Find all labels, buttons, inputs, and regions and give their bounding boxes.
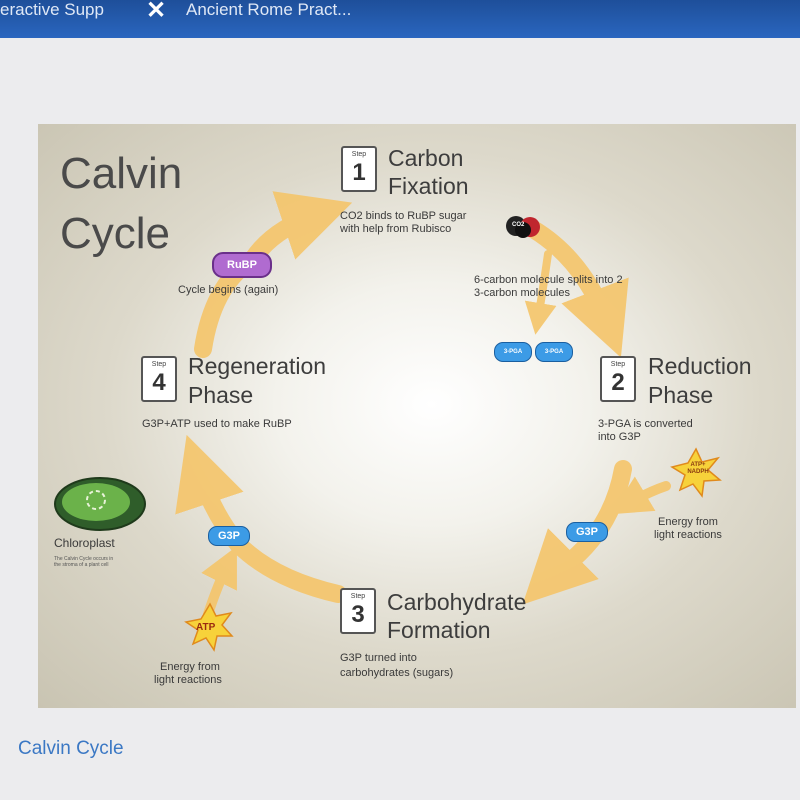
arrow-to-reduction: [524, 220, 629, 358]
close-tab-icon[interactable]: ✕: [146, 0, 167, 24]
energy-atp-line2: light reactions: [154, 674, 222, 686]
atp-label: ATP: [196, 622, 216, 633]
co2-molecule-icon: [506, 216, 540, 238]
step-3-name-line2: Formation: [387, 617, 491, 643]
g3p-pill-right: G3P: [566, 522, 608, 542]
atp-nadph-label: ATP+ NADPH: [686, 462, 710, 476]
arrow-to-fixation: [194, 191, 353, 358]
diagram-title-line2: Cycle: [60, 209, 171, 258]
rubp-badge: RuBP: [212, 252, 272, 278]
step-4-name-line2: Phase: [188, 382, 254, 408]
tab-interactive-supp[interactable]: eractive Supp: [0, 0, 104, 19]
split-text-line2: 3-carbon molecules: [474, 287, 570, 299]
atp-nadph-line2: NADPH: [687, 469, 709, 475]
step-4-desc-line1: G3P+ATP used to make RuBP: [142, 418, 292, 430]
step-2-name-line2: Phase: [648, 382, 714, 408]
step-3-desc-line1: G3P turned into: [340, 652, 417, 664]
step-1-name-line1: Carbon: [388, 145, 464, 171]
step-3-label: Step: [350, 593, 366, 600]
atp-star-icon: [184, 602, 234, 652]
step-4-name-line1: Regeneration: [188, 353, 327, 379]
step-2-desc-line1: 3-PGA is converted: [598, 418, 693, 430]
step-3-desc-line2: carbohydrates (sugars): [340, 667, 454, 679]
pga-pill-2: 3-PGA: [535, 342, 573, 362]
calvin-cycle-diagram: Calvin Cycle Step 1 Carbon Fixation CO2 …: [38, 124, 796, 708]
step-1-badge: Step 1: [341, 146, 377, 192]
step-2-badge: Step 2: [600, 356, 636, 402]
atp-nadph-star-icon: [670, 447, 722, 498]
step-3-badge: Step 3: [340, 588, 376, 634]
arrow-split: [524, 250, 557, 335]
arrow-energy-reduction: [610, 476, 671, 515]
step-1-number: 1: [352, 159, 366, 186]
step-2-number: 2: [611, 369, 625, 396]
step-1-label: Step: [351, 151, 367, 158]
step-1-desc-line1: CO2 binds to RuBP sugar: [340, 210, 467, 222]
energy-reduction-line1: Energy from: [658, 516, 718, 528]
atp-nadph-line1: ATP+: [690, 462, 706, 468]
diagram-caption-link[interactable]: Calvin Cycle: [18, 738, 124, 759]
split-text-line1: 6-carbon molecule splits into 2: [474, 274, 623, 286]
step-1-desc-line2: with help from Rubisco: [340, 223, 452, 235]
diagram-title-line1: Calvin: [60, 149, 183, 198]
energy-atp-line1: Energy from: [160, 661, 220, 673]
step-1-name-line2: Fixation: [388, 173, 469, 199]
step-2-desc-line2: into G3P: [598, 431, 641, 443]
step-2-name-line1: Reduction: [648, 353, 752, 379]
pga-pill-1: 3-PGA: [494, 342, 532, 362]
step-2-label: Step: [610, 361, 626, 368]
step-4-badge: Step 4: [141, 356, 177, 402]
cycle-begins-text: Cycle begins (again): [178, 284, 279, 296]
chloroplast-icon: [54, 477, 146, 531]
energy-reduction-line2: light reactions: [654, 529, 722, 541]
chloroplast-label: Chloroplast: [54, 536, 115, 550]
step-3-number: 3: [351, 601, 365, 628]
browser-tab-bar: eractive Supp ✕ Ancient Rome Pract...: [0, 0, 800, 38]
step-3-name-line1: Carbohydrate: [387, 589, 527, 615]
chloroplast-note-line2: the stroma of a plant cell: [54, 562, 109, 568]
g3p-pill-left: G3P: [208, 526, 250, 546]
co2-label: CO2: [512, 222, 525, 228]
chloroplast-note-line1: The Calvin Cycle occurs in: [54, 556, 114, 562]
tab-ancient-rome[interactable]: Ancient Rome Pract...: [186, 0, 352, 19]
step-4-label: Step: [151, 361, 167, 368]
step-4-number: 4: [152, 369, 166, 396]
